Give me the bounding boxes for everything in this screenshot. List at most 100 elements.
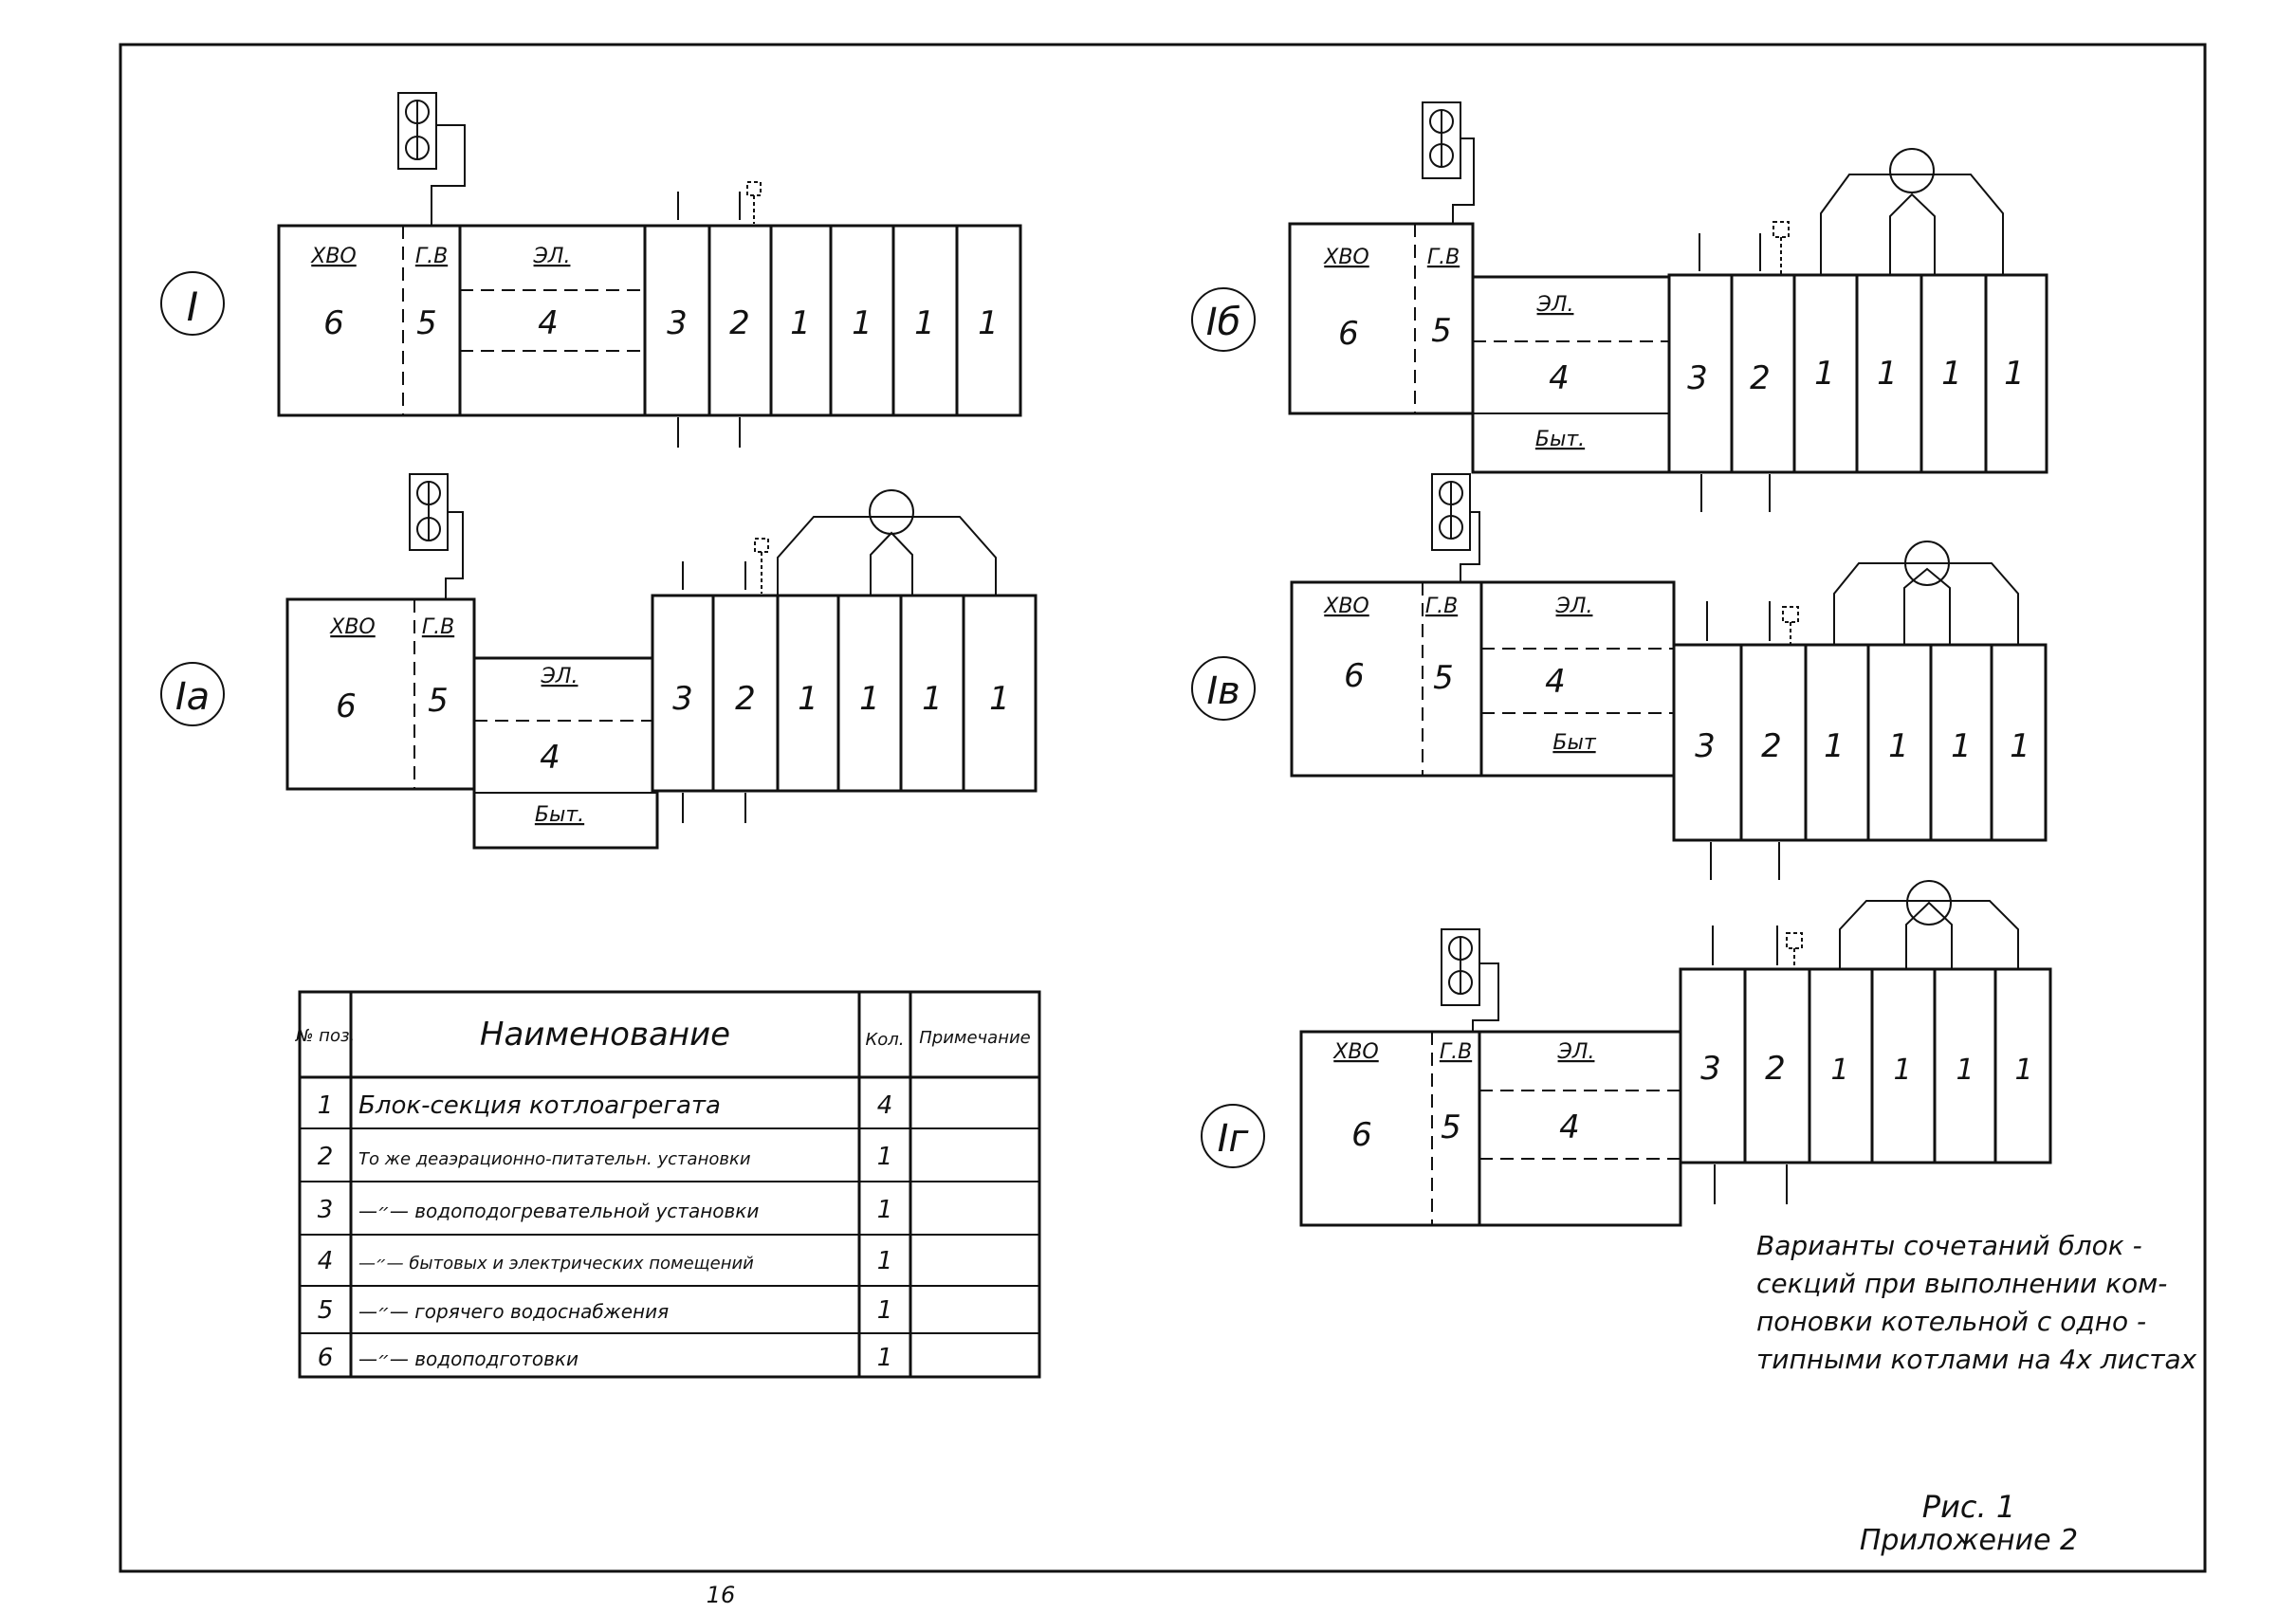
svg-text:ЭЛ.: ЭЛ. <box>1557 1040 1595 1064</box>
variant-label: Iа <box>175 675 210 719</box>
svg-text:ЭЛ.: ЭЛ. <box>541 665 579 688</box>
header-note: Примечание <box>919 1028 1031 1048</box>
svg-text:ЭЛ.: ЭЛ. <box>1555 595 1593 618</box>
variant-I: I ХВО Г.В ЭЛ. 6 5 4 3 2 1 1 1 1 <box>160 92 1022 448</box>
header-qty: Кол. <box>865 1030 904 1050</box>
svg-text:поновки котельной с одно -: поновки котельной с одно - <box>1756 1306 2146 1337</box>
svg-text:—״— бытовых и электрических по: —״— бытовых и электрических помещений <box>358 1254 754 1274</box>
svg-text:1: 1 <box>859 680 880 718</box>
specification-table: № поз. Наименование Кол. Примечание 1 Бл… <box>295 990 1041 1379</box>
svg-text:6: 6 <box>318 1344 334 1372</box>
svg-text:ХВО: ХВО <box>1323 595 1368 618</box>
svg-text:1: 1 <box>1830 1054 1848 1087</box>
svg-text:4: 4 <box>538 304 559 342</box>
svg-text:1: 1 <box>2004 355 2025 393</box>
svg-text:Г.В: Г.В <box>1440 1040 1472 1064</box>
svg-text:6: 6 <box>323 304 344 342</box>
svg-text:1: 1 <box>2014 1054 2032 1087</box>
svg-text:2: 2 <box>735 680 756 718</box>
svg-text:4: 4 <box>1559 1109 1580 1146</box>
svg-text:1: 1 <box>1814 355 1835 393</box>
table-row: 4 —״— бытовых и электрических помещений … <box>318 1247 893 1275</box>
svg-text:4: 4 <box>540 739 560 777</box>
variant-Ig: Iг ХВО Г.В ЭЛ. 6 5 4 3 2 1 1 1 1 <box>1201 880 2052 1227</box>
svg-text:1: 1 <box>922 680 943 718</box>
svg-text:Быт.: Быт. <box>535 803 584 827</box>
header-name: Наименование <box>480 1016 730 1054</box>
svg-text:Г.В: Г.В <box>422 615 454 639</box>
svg-text:5: 5 <box>318 1296 334 1325</box>
svg-text:1: 1 <box>1877 355 1898 393</box>
svg-text:4: 4 <box>318 1247 334 1275</box>
variant-label: I <box>187 284 198 330</box>
svg-text:3: 3 <box>1695 727 1716 765</box>
svg-text:1: 1 <box>1941 355 1962 393</box>
svg-text:2: 2 <box>318 1143 334 1171</box>
label-el: ЭЛ. <box>533 245 571 268</box>
table-row: 5 —״— горячего водоснабжения 1 <box>318 1296 893 1325</box>
svg-text:4: 4 <box>1545 663 1566 701</box>
svg-text:1: 1 <box>978 304 999 342</box>
table-row: 2 То же деаэрационно-питательн. установк… <box>318 1143 893 1171</box>
svg-text:5: 5 <box>1431 312 1452 350</box>
svg-text:ХВО: ХВО <box>329 615 375 639</box>
svg-text:Быт.: Быт. <box>1535 428 1585 451</box>
svg-text:1: 1 <box>1888 727 1909 765</box>
svg-text:5: 5 <box>428 682 449 720</box>
svg-text:1: 1 <box>790 304 811 342</box>
variant-label: Iб <box>1206 301 1240 344</box>
svg-text:1: 1 <box>1956 1054 1974 1087</box>
svg-text:2: 2 <box>1765 1050 1786 1088</box>
sheet-frame <box>119 43 2207 1573</box>
svg-text:типными котлами на 4х листах: типными котлами на 4х листах <box>1756 1344 2197 1375</box>
variant-Ib: Iб ХВО Г.В ЭЛ. Быт. 6 5 4 3 2 1 1 1 1 <box>1191 101 2048 512</box>
variant-label: Iв <box>1206 669 1240 713</box>
block-outline <box>285 597 476 791</box>
block-outline <box>277 224 1022 417</box>
svg-text:4: 4 <box>877 1091 893 1120</box>
svg-text:1: 1 <box>877 1143 893 1171</box>
svg-text:1: 1 <box>877 1196 893 1224</box>
svg-text:1: 1 <box>877 1344 893 1372</box>
svg-text:2: 2 <box>1761 727 1782 765</box>
svg-text:1: 1 <box>318 1091 334 1120</box>
appendix-label: Приложение 2 <box>1860 1524 2078 1557</box>
svg-text:2: 2 <box>1750 359 1771 397</box>
svg-text:—״— водоподогревательной устан: —״— водоподогревательной установки <box>358 1200 759 1222</box>
svg-text:6: 6 <box>1338 315 1359 353</box>
table-row: 1 Блок-секция котлоагрегата 4 <box>318 1091 893 1120</box>
svg-text:1: 1 <box>989 680 1010 718</box>
svg-text:—״— водоподготовки: —״— водоподготовки <box>358 1347 579 1370</box>
svg-text:3: 3 <box>667 304 688 342</box>
svg-text:1: 1 <box>877 1247 893 1275</box>
svg-text:4: 4 <box>1549 359 1570 397</box>
figure-description: Варианты сочетаний блок - секций при вып… <box>1756 1230 2197 1375</box>
svg-text:5: 5 <box>1441 1109 1461 1146</box>
label-gv: Г.В <box>415 245 448 268</box>
svg-text:2: 2 <box>729 304 750 342</box>
variant-label: Iг <box>1218 1117 1250 1161</box>
table-row: 3 —״— водоподогревательной установки 1 <box>318 1196 893 1224</box>
svg-text:5: 5 <box>1433 659 1454 697</box>
svg-text:6: 6 <box>1344 657 1365 695</box>
table-row: 6 —״— водоподготовки 1 <box>318 1344 893 1372</box>
svg-text:3: 3 <box>1700 1050 1721 1088</box>
svg-text:То же деаэрационно-питательн.: То же деаэрационно-питательн. установки <box>358 1149 751 1169</box>
svg-text:1: 1 <box>2010 727 2030 765</box>
equipment-symbol <box>397 92 437 170</box>
svg-text:секций при выполнении ком-: секций при выполнении ком- <box>1756 1268 2167 1299</box>
svg-text:1: 1 <box>877 1296 893 1325</box>
equipment-symbol <box>1422 101 1461 179</box>
figure-caption: Рис. 1 <box>1922 1489 2015 1525</box>
svg-text:Варианты сочетаний блок -: Варианты сочетаний блок - <box>1756 1230 2142 1261</box>
svg-text:Быт: Быт <box>1552 731 1596 755</box>
block-outline <box>1299 1030 1682 1227</box>
variant-Iv: Iв ХВО Г.В ЭЛ. Быт 6 5 4 3 2 1 1 1 1 <box>1191 473 2048 880</box>
equipment-symbol <box>1441 928 1480 1006</box>
block-outline <box>1290 580 1483 778</box>
header-pos: № поз. <box>295 1026 356 1046</box>
svg-text:1: 1 <box>852 304 872 342</box>
svg-text:ЭЛ.: ЭЛ. <box>1536 293 1574 317</box>
svg-text:1: 1 <box>1824 727 1845 765</box>
